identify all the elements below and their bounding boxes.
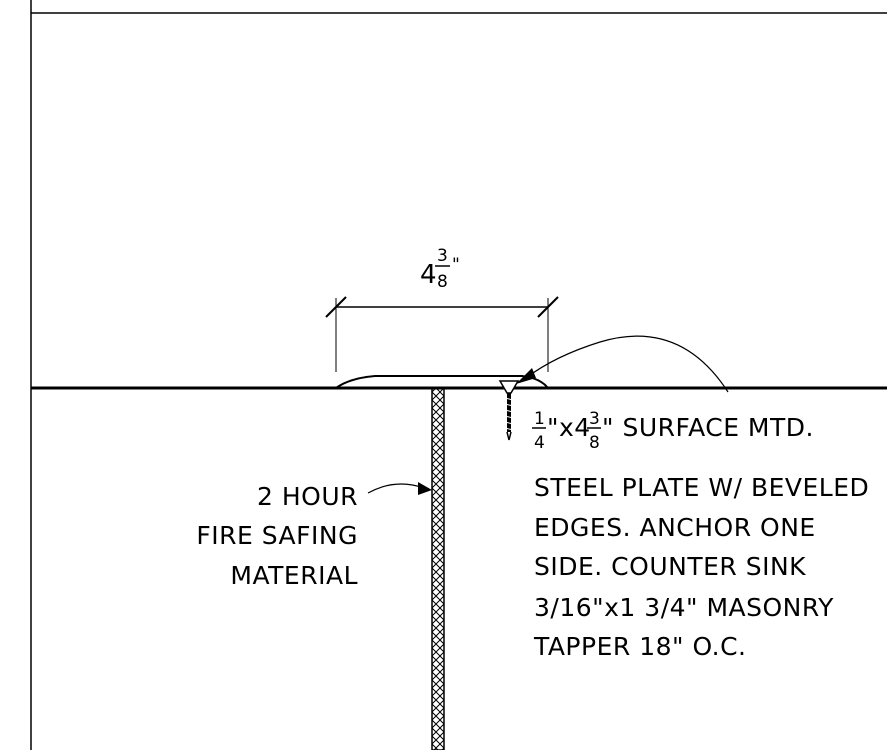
fire-safing-joint bbox=[431, 387, 445, 750]
dimension-whole: 4 bbox=[420, 260, 437, 290]
plate-note-x: "x4 bbox=[547, 413, 591, 442]
masonry-screw-icon bbox=[498, 380, 520, 441]
dimension-line bbox=[325, 296, 559, 372]
safing-note-line-3: MATERIAL bbox=[230, 561, 358, 590]
steel-plate bbox=[335, 375, 549, 389]
plate-note-line-6: TAPPER 18" O.C. bbox=[533, 632, 746, 661]
dimension-inch-mark: " bbox=[452, 255, 460, 275]
safing-note-line-2: FIRE SAFING bbox=[196, 521, 358, 550]
safing-note-line-1: 2 HOUR bbox=[257, 482, 358, 511]
plate-note-line-3: EDGES. ANCHOR ONE bbox=[534, 513, 816, 542]
plate-note-line-4: SIDE. COUNTER SINK bbox=[534, 552, 806, 581]
safing-leader bbox=[367, 482, 432, 495]
dimension-numerator: 3 bbox=[437, 246, 448, 266]
plate-note-line-2: STEEL PLATE W/ BEVELED bbox=[534, 473, 869, 502]
plate-note-num-1: 1 bbox=[534, 409, 545, 429]
plate-note-den-1: 4 bbox=[534, 433, 545, 453]
plate-note-line-1: " SURFACE MTD. bbox=[602, 413, 814, 442]
safing-note: 2 HOUR FIRE SAFING MATERIAL bbox=[196, 482, 358, 590]
plate-leader bbox=[516, 335, 729, 393]
dimension-text: 4 3 8 " bbox=[420, 246, 460, 292]
plate-note-den-2: 8 bbox=[589, 433, 600, 453]
plate-note-num-2: 3 bbox=[589, 409, 600, 429]
dimension-denominator: 8 bbox=[437, 272, 448, 292]
plate-note: 1 4 "x4 3 8 " SURFACE MTD. STEEL PLATE W… bbox=[532, 409, 869, 661]
plate-note-line-5: 3/16"x1 3/4" MASONRY bbox=[534, 593, 834, 622]
